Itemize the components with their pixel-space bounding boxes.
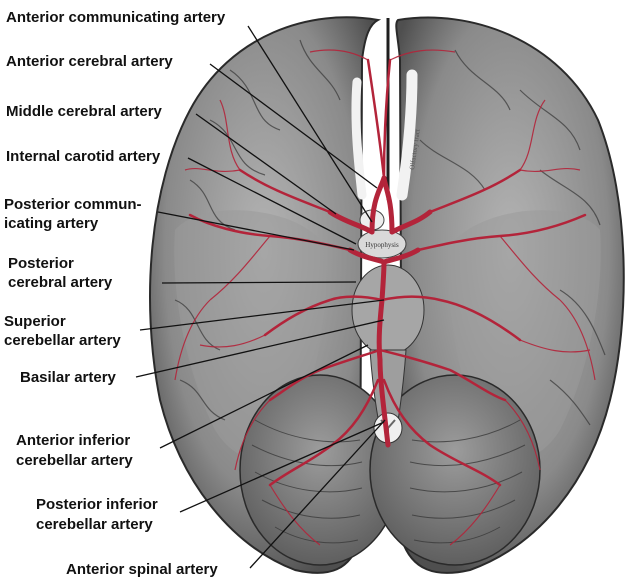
label-basilar-artery: Basilar artery — [20, 369, 116, 386]
label-superior-cerebellar-line1: Superior — [4, 313, 66, 330]
label-superior-cerebellar-line2: cerebellar artery — [4, 332, 121, 349]
label-posterior-cerebral-line2: cerebral artery — [8, 274, 113, 291]
label-posterior-cerebral-line1: Posterior — [8, 255, 74, 272]
label-anterior-inferior-cerebellar-line1: Anterior inferior — [16, 432, 131, 449]
label-internal-carotid-artery: Internal carotid artery — [6, 148, 161, 165]
label-anterior-cerebral-artery: Anterior cerebral artery — [6, 53, 173, 70]
label-posterior-communicating-line2: icating artery — [4, 215, 99, 232]
label-anterior-spinal-artery: Anterior spinal artery — [66, 561, 218, 578]
hypophysis-text: Hypophysis — [365, 241, 399, 249]
label-anterior-inferior-cerebellar-line2: cerebellar artery — [16, 452, 133, 469]
label-posterior-communicating-line1: Posterior commun- — [4, 196, 142, 213]
label-anterior-communicating-artery: Anterior communicating artery — [6, 9, 226, 26]
label-posterior-inferior-cerebellar-line2: cerebellar artery — [36, 516, 153, 533]
label-posterior-inferior-cerebellar-line1: Posterior inferior — [36, 496, 158, 513]
leader-lines — [135, 25, 386, 569]
label-middle-cerebral-artery: Middle cerebral artery — [6, 103, 162, 120]
